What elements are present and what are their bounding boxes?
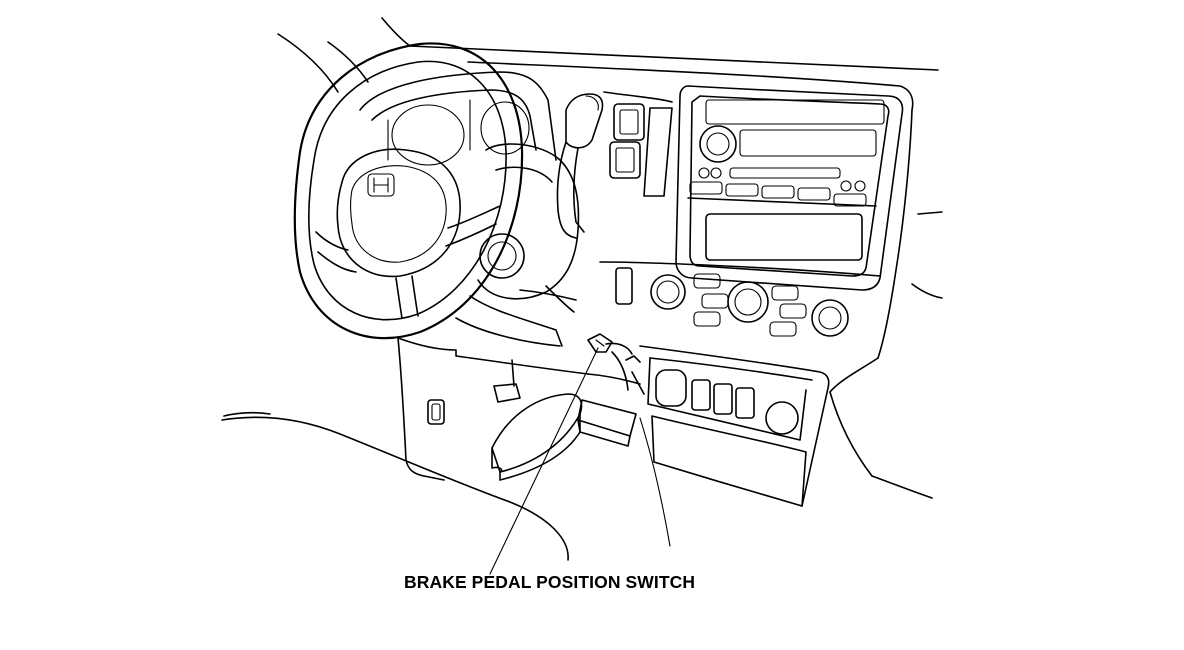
knee-panel xyxy=(397,285,641,481)
floor-contour xyxy=(221,411,569,561)
pedals xyxy=(491,359,637,481)
wiper-lever xyxy=(556,93,604,239)
instrument-cluster xyxy=(359,71,557,166)
a-pillar-lines xyxy=(277,17,411,93)
lower-center-console xyxy=(639,345,830,507)
ignition-switch xyxy=(479,233,525,279)
upper-switches xyxy=(603,91,673,197)
column-cover xyxy=(477,143,580,300)
brake-pedal-position-switch xyxy=(587,333,645,395)
dashboard-right-side xyxy=(829,109,943,499)
audio-unit xyxy=(675,85,904,291)
callout-leaders xyxy=(489,347,671,575)
brake-pedal-position-switch-label: BRAKE PEDAL POSITION SWITCH xyxy=(404,572,696,592)
steering-wheel xyxy=(293,42,524,340)
lower-left-vent xyxy=(427,399,445,425)
climate-controls xyxy=(599,261,881,337)
